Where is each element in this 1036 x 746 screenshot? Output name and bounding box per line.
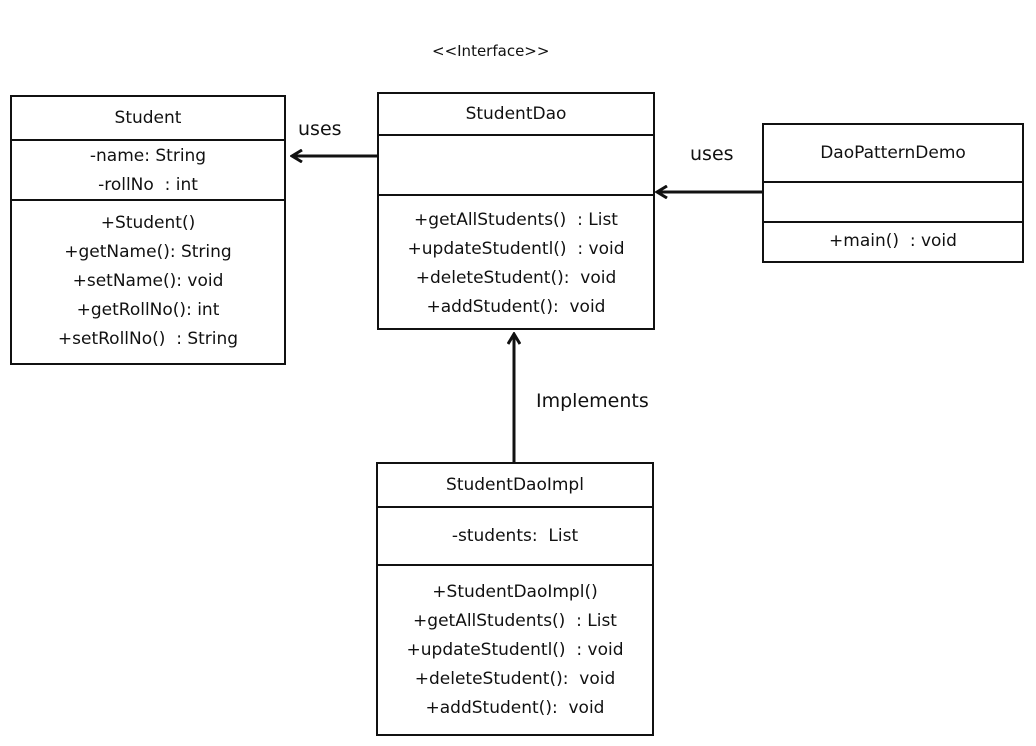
methods-section: +main() : void: [764, 221, 1022, 256]
method: +deleteStudent(): void: [414, 669, 616, 689]
attributes-section: [379, 134, 653, 194]
method: +getAllStudents() : List: [414, 210, 618, 230]
method: +updateStudentl() : void: [407, 239, 625, 259]
uses-label-student: uses: [298, 118, 342, 140]
class-name: Student: [114, 108, 182, 128]
method: +Student(): [100, 213, 196, 233]
attribute: -rollNo : int: [98, 175, 198, 195]
methods-section: +getAllStudents() : List +updateStudentl…: [379, 194, 653, 322]
method: +getAllStudents() : List: [413, 611, 617, 631]
method: +addStudent(): void: [426, 297, 606, 317]
class-name: StudentDaoImpl: [446, 475, 584, 495]
method: +getName(): String: [64, 242, 232, 262]
method: +getRollNo(): int: [76, 300, 220, 320]
method: +main() : void: [829, 231, 957, 251]
method: +updateStudentl() : void: [406, 640, 624, 660]
attributes-section: -students: List: [378, 506, 652, 564]
implements-label: Implements: [536, 390, 649, 412]
attributes-section: [764, 181, 1022, 221]
method: +addStudent(): void: [425, 698, 605, 718]
class-name: DaoPatternDemo: [820, 143, 966, 163]
uses-label-dao: uses: [690, 143, 734, 165]
class-student-dao: StudentDao +getAllStudents() : List +upd…: [377, 92, 655, 330]
class-student-dao-impl: StudentDaoImpl -students: List +StudentD…: [376, 462, 654, 736]
class-student: Student -name: String -rollNo : int +Stu…: [10, 95, 286, 365]
class-name: StudentDao: [465, 104, 567, 124]
attributes-section: -name: String -rollNo : int: [12, 139, 284, 199]
interface-stereotype: <<Interface>>: [432, 42, 550, 60]
methods-section: +Student() +getName(): String +setName()…: [12, 199, 284, 354]
methods-section: +StudentDaoImpl() +getAllStudents() : Li…: [378, 564, 652, 723]
method: +StudentDaoImpl(): [432, 582, 598, 602]
class-dao-pattern-demo: DaoPatternDemo +main() : void: [762, 123, 1024, 263]
attribute: -name: String: [89, 146, 207, 166]
method: +setName(): void: [72, 271, 224, 291]
method: +deleteStudent(): void: [415, 268, 617, 288]
method: +setRollNo() : String: [57, 329, 239, 349]
attribute: -students: List: [451, 525, 579, 546]
